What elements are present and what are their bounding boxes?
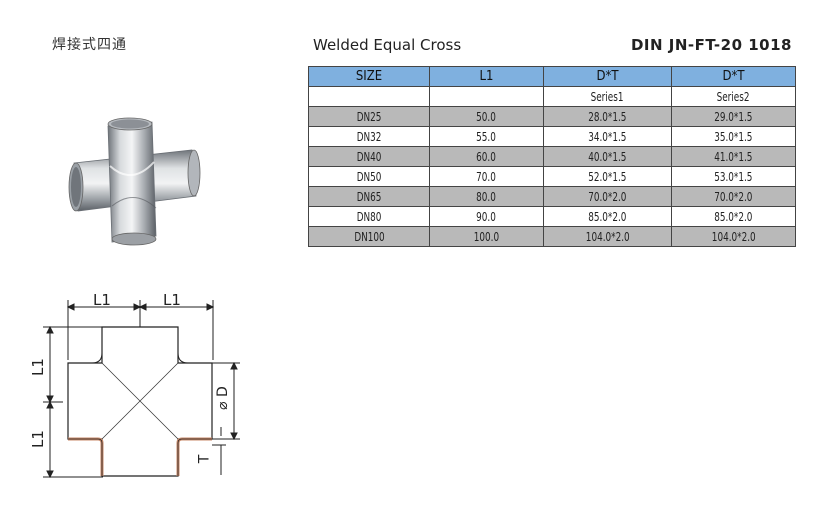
cell-size: DN25 bbox=[308, 106, 430, 127]
dimension-label-diameter: ⌀ D bbox=[214, 386, 231, 410]
dimension-label-thickness: T bbox=[196, 454, 213, 464]
cell-series2: 85.0*2.0 bbox=[671, 206, 796, 227]
table-row: DN50 70.0 52.0*1.5 53.0*1.5 bbox=[308, 166, 796, 187]
cell-series1: 40.0*1.5 bbox=[543, 146, 672, 167]
cell-series1: 34.0*1.5 bbox=[543, 126, 672, 147]
table-row: DN40 60.0 40.0*1.5 41.0*1.5 bbox=[308, 146, 796, 167]
cell-series2: 104.0*2.0 bbox=[671, 226, 796, 247]
cell-series1: 70.0*2.0 bbox=[543, 186, 672, 207]
cell-series1: 85.0*2.0 bbox=[543, 206, 672, 227]
table-row: DN65 80.0 70.0*2.0 70.0*2.0 bbox=[308, 186, 796, 207]
header-size: SIZE bbox=[308, 66, 430, 87]
subheader-cell bbox=[308, 86, 430, 107]
cell-series2: 53.0*1.5 bbox=[671, 166, 796, 187]
cell-size: DN100 bbox=[308, 226, 430, 247]
chinese-title: 焊接式四通 bbox=[52, 37, 127, 53]
product-title: Welded Equal Cross bbox=[313, 36, 462, 54]
table-row: DN100 100.0 104.0*2.0 104.0*2.0 bbox=[308, 226, 796, 247]
cell-series2: 35.0*1.5 bbox=[671, 126, 796, 147]
subheader-cell bbox=[429, 86, 544, 107]
dimension-label-l1-left-upper: L1 bbox=[28, 358, 47, 376]
subheader-series2: Series2 bbox=[671, 86, 796, 107]
cell-size: DN40 bbox=[308, 146, 430, 167]
dimension-label-l1-left-lower: L1 bbox=[28, 430, 47, 448]
cell-l1: 70.0 bbox=[429, 166, 544, 187]
header-dt-series2: D*T bbox=[671, 66, 796, 87]
dimension-table: SIZE L1 D*T D*T Series1 Series2 DN25 50.… bbox=[308, 66, 796, 247]
cell-size: DN80 bbox=[308, 206, 430, 227]
cell-l1: 80.0 bbox=[429, 186, 544, 207]
table-row: DN25 50.0 28.0*1.5 29.0*1.5 bbox=[308, 106, 796, 127]
technical-drawing bbox=[43, 300, 240, 479]
cell-size: DN32 bbox=[308, 126, 430, 147]
dimension-label-l1-top-right: L1 bbox=[163, 291, 181, 309]
cell-l1: 60.0 bbox=[429, 146, 544, 167]
cell-l1: 90.0 bbox=[429, 206, 544, 227]
cell-series2: 41.0*1.5 bbox=[671, 146, 796, 167]
dimension-label-l1-top-left: L1 bbox=[93, 291, 111, 309]
cell-series1: 104.0*2.0 bbox=[543, 226, 672, 247]
cell-series1: 52.0*1.5 bbox=[543, 166, 672, 187]
header-l1: L1 bbox=[429, 66, 544, 87]
standard-code: DIN JN-FT-20 1018 bbox=[630, 36, 792, 54]
table-row: DN80 90.0 85.0*2.0 85.0*2.0 bbox=[308, 206, 796, 227]
subheader-series1: Series1 bbox=[543, 86, 672, 107]
cell-l1: 55.0 bbox=[429, 126, 544, 147]
table-row: DN32 55.0 34.0*1.5 35.0*1.5 bbox=[308, 126, 796, 147]
cell-series2: 70.0*2.0 bbox=[671, 186, 796, 207]
table-header-row: SIZE L1 D*T D*T bbox=[308, 66, 796, 87]
cell-size: DN50 bbox=[308, 166, 430, 187]
cell-l1: 50.0 bbox=[429, 106, 544, 127]
cell-series1: 28.0*1.5 bbox=[543, 106, 672, 127]
product-photo bbox=[68, 117, 201, 246]
cell-l1: 100.0 bbox=[429, 226, 544, 247]
cell-series2: 29.0*1.5 bbox=[671, 106, 796, 127]
table-subheader-row: Series1 Series2 bbox=[308, 86, 796, 107]
header-dt-series1: D*T bbox=[543, 66, 672, 87]
cell-size: DN65 bbox=[308, 186, 430, 207]
